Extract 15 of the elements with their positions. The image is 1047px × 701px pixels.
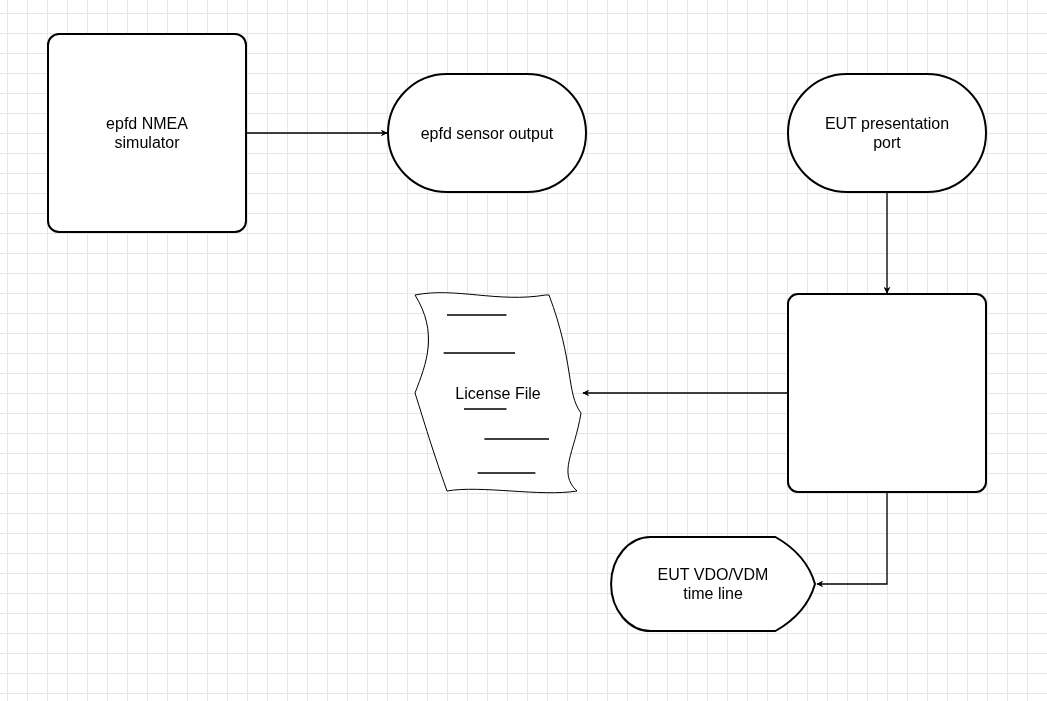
process-box (787, 293, 987, 493)
node-label: License File (455, 383, 541, 403)
node-label: epfd NMEA simulator (105, 114, 189, 152)
node-label: EUT VDO/VDM time line (656, 565, 770, 603)
node-label: EUT presentation port (823, 114, 951, 152)
terminator-shape (387, 73, 587, 193)
node-label: epfd sensor output (420, 123, 554, 143)
terminator-shape (787, 73, 987, 193)
arrow (246, 129, 388, 137)
process-box (47, 33, 247, 233)
document-shape (413, 293, 583, 493)
arrow (816, 492, 888, 588)
display-shape (609, 535, 817, 633)
arrow (582, 389, 788, 397)
arrow (883, 192, 891, 294)
